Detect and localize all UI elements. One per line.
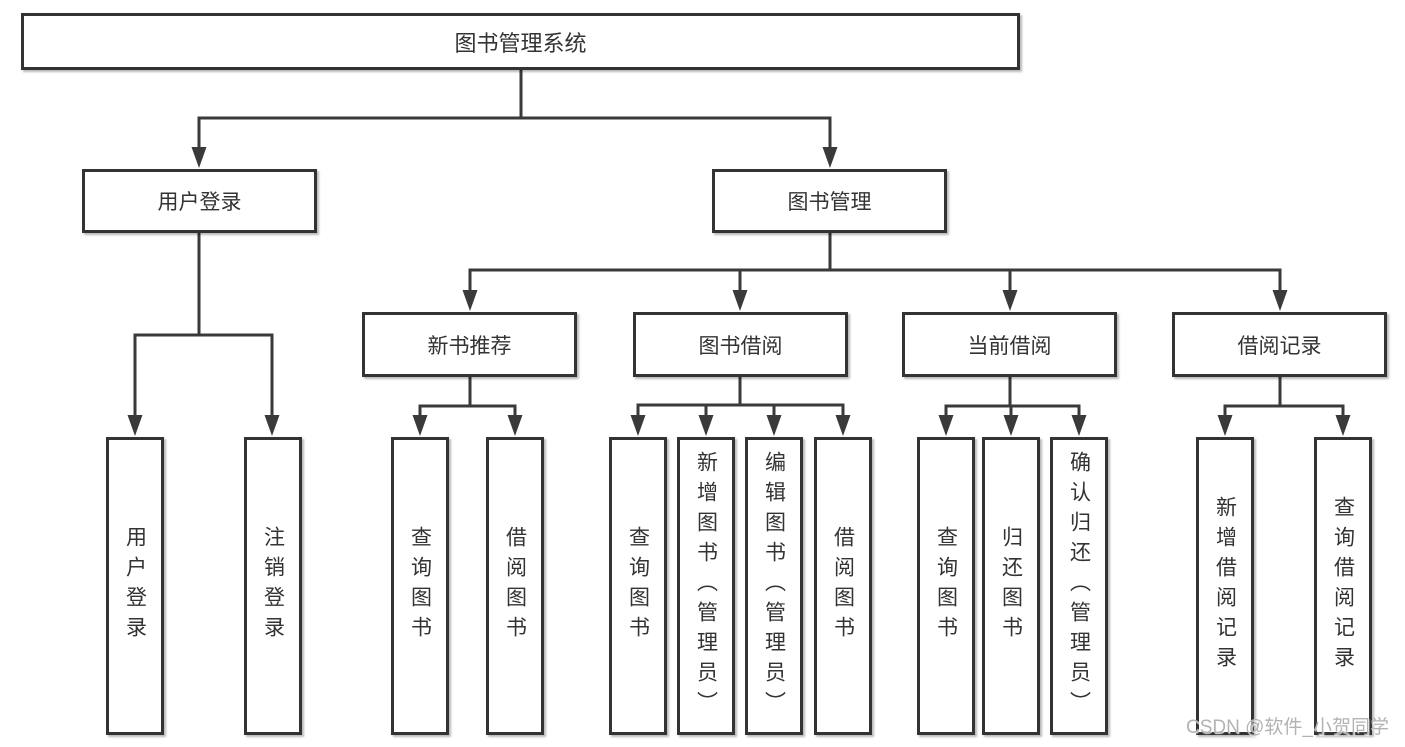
node-label: 当前借阅	[967, 334, 1052, 358]
node-label: 借阅图书	[503, 526, 527, 646]
leaf-logout: 注销登录	[244, 437, 302, 735]
node-label: 新增借阅记录	[1213, 496, 1237, 676]
leaf-borrow-edit-books-admin: 编辑图书（管理员）	[745, 437, 803, 735]
leaf-recommend-query-books: 查询图书	[391, 437, 449, 735]
node-label: 查询借阅记录	[1331, 496, 1355, 676]
node-label: 用户登录	[157, 191, 242, 214]
node-label: 新增图书（管理员）	[694, 451, 718, 721]
node-label: 确认归还（管理员）	[1067, 451, 1091, 721]
node-borrowing-records: 借阅记录	[1172, 312, 1387, 377]
leaf-recommend-borrow-books: 借阅图书	[486, 437, 544, 735]
node-label: 图书管理	[787, 191, 872, 214]
node-label: 归还图书	[999, 526, 1023, 646]
node-label: 借阅记录	[1237, 334, 1322, 358]
node-label: 新书推荐	[427, 334, 512, 358]
csdn-watermark: CSDN @软件_小贺同学	[1186, 717, 1389, 738]
node-new-book-recommend: 新书推荐	[362, 312, 577, 377]
node-user-login: 用户登录	[82, 169, 317, 233]
node-label: 查询图书	[408, 526, 432, 646]
node-book-borrowing: 图书借阅	[633, 312, 848, 377]
leaf-borrow-query-books: 查询图书	[609, 437, 667, 735]
leaf-borrow-add-books-admin: 新增图书（管理员）	[677, 437, 735, 735]
leaf-current-return-books: 归还图书	[982, 437, 1040, 735]
node-label: 借阅图书	[831, 526, 855, 646]
leaf-records-add-record: 新增借阅记录	[1196, 437, 1254, 735]
node-current-borrowing: 当前借阅	[902, 312, 1117, 377]
leaf-current-confirm-return-admin: 确认归还（管理员）	[1050, 437, 1108, 735]
node-label: 图书借阅	[698, 334, 783, 358]
leaf-current-query-books: 查询图书	[917, 437, 975, 735]
node-label: 用户登录	[123, 526, 147, 646]
node-label: 注销登录	[261, 526, 285, 646]
node-label: 查询图书	[934, 526, 958, 646]
leaf-records-query-record: 查询借阅记录	[1314, 437, 1372, 735]
node-book-management: 图书管理	[712, 169, 947, 233]
leaf-user-login: 用户登录	[106, 437, 164, 735]
node-library-management-system: 图书管理系统	[21, 13, 1020, 70]
node-label: 查询图书	[626, 526, 650, 646]
node-label: 编辑图书（管理员）	[762, 451, 786, 721]
leaf-borrow-borrow-books: 借阅图书	[814, 437, 872, 735]
node-label: 图书管理系统	[454, 30, 587, 56]
